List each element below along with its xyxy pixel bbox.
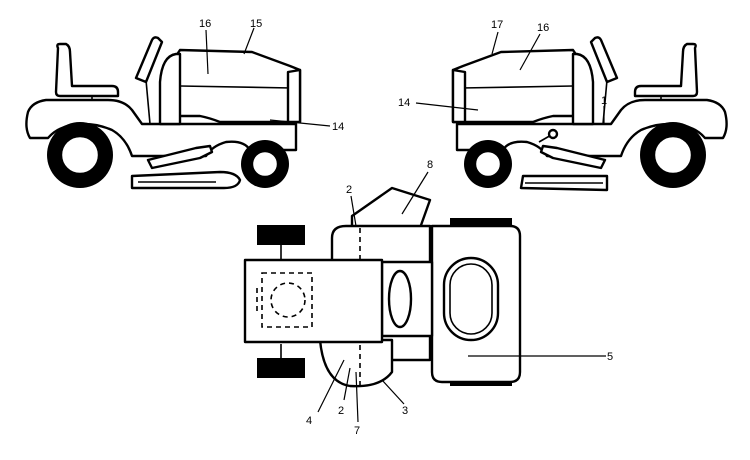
callout-16-leader <box>519 33 541 71</box>
rear-wheel-top <box>257 225 305 245</box>
callout-4: 4 <box>306 415 312 427</box>
hood-crease <box>460 85 574 89</box>
callout-17: 17 <box>491 19 503 31</box>
mower-deck-bottom <box>318 338 394 388</box>
callout-2-top-leader <box>350 195 357 227</box>
callout-15: 15 <box>250 18 262 30</box>
seat-circle <box>270 282 306 318</box>
callout-2-bottom: 2 <box>338 405 344 417</box>
foot-pedal <box>146 144 214 170</box>
hood <box>451 48 579 124</box>
callout-15-leader <box>243 27 255 55</box>
tractor-right-side-view: 17 16 14 1 <box>398 19 728 192</box>
callout-16: 16 <box>199 18 211 30</box>
front-wheel-hub <box>250 149 280 179</box>
callout-1: 1 <box>601 95 607 107</box>
seat-outline <box>261 272 313 328</box>
rear-wheel-hub <box>59 134 101 176</box>
steering-wheel <box>134 36 164 84</box>
seat <box>633 42 699 98</box>
mower-deck <box>130 170 242 190</box>
steering-column <box>145 79 151 125</box>
rear-wheel-bottom <box>257 358 305 378</box>
callout-14: 14 <box>332 121 344 133</box>
callout-8: 8 <box>427 159 433 171</box>
callout-4-leader <box>317 359 345 413</box>
callout-3: 3 <box>402 405 408 417</box>
lift-lever-knob <box>547 128 559 140</box>
callout-14-leader <box>269 119 331 127</box>
callout-5: 5 <box>607 351 613 363</box>
front-wheel-hub <box>473 149 503 179</box>
callout-7: 7 <box>354 425 360 437</box>
callout-8-leader <box>401 171 429 215</box>
foot-pedal <box>539 144 607 170</box>
grille <box>451 68 467 124</box>
hood <box>174 48 302 124</box>
steering-hub <box>387 269 413 329</box>
hood-inner-left <box>158 52 182 126</box>
hood-grille-inner <box>449 263 493 335</box>
grille <box>286 68 302 124</box>
steering-wheel <box>589 36 619 84</box>
rear-body-top <box>243 258 384 344</box>
callout-17-leader <box>491 31 499 55</box>
hood-crease <box>179 85 293 89</box>
callout-3-leader <box>381 379 405 405</box>
tractor-left-side-view: 16 15 14 <box>25 18 344 190</box>
hood-grille-top <box>442 256 500 342</box>
callout-2-bottom-leader <box>343 367 351 401</box>
callout-14-leader <box>415 102 479 111</box>
callout-7-leader <box>355 371 359 423</box>
tractor-top-view: 2 8 5 4 2 3 7 <box>243 159 613 437</box>
rear-wheel-hub <box>652 134 694 176</box>
callout-14: 14 <box>398 97 410 109</box>
hood-inner <box>571 52 595 126</box>
callout-2-top: 2 <box>346 184 352 196</box>
callout-16-leader <box>205 29 209 75</box>
callout-16: 16 <box>537 22 549 34</box>
seat <box>54 42 120 98</box>
